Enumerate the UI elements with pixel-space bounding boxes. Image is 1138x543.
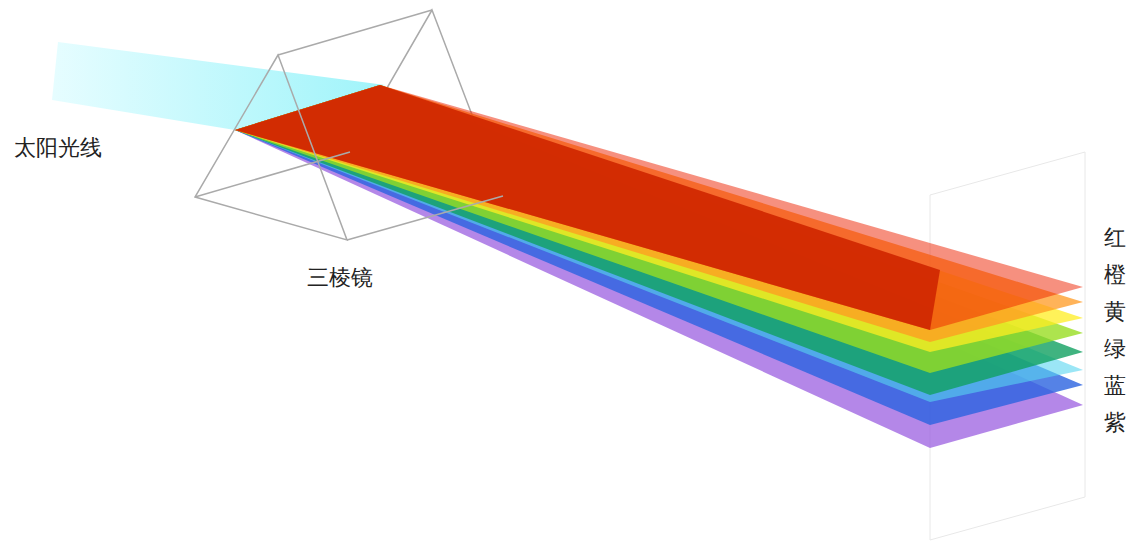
color-label: 橙 [1104, 263, 1126, 287]
cyan-band [235, 85, 1083, 402]
prism-label: 三棱镜 [307, 266, 373, 290]
green-band [235, 85, 1083, 395]
color-label: 黄 [1104, 300, 1126, 324]
orange-band [235, 85, 1083, 342]
red-band-light [235, 85, 1083, 330]
spectrum-bands [235, 85, 1083, 448]
sunlight-label: 太阳光线 [14, 136, 102, 160]
prism-wireframe-front [195, 10, 503, 240]
color-label: 紫 [1104, 411, 1126, 435]
yellow-green-band [235, 85, 1083, 373]
color-label: 红 [1104, 226, 1126, 250]
yellow-band [235, 85, 1083, 352]
red-band [235, 85, 940, 330]
color-label: 蓝 [1104, 374, 1126, 398]
violet-band [235, 85, 1083, 448]
color-label: 绿 [1104, 337, 1126, 361]
blue-band [235, 85, 1083, 425]
